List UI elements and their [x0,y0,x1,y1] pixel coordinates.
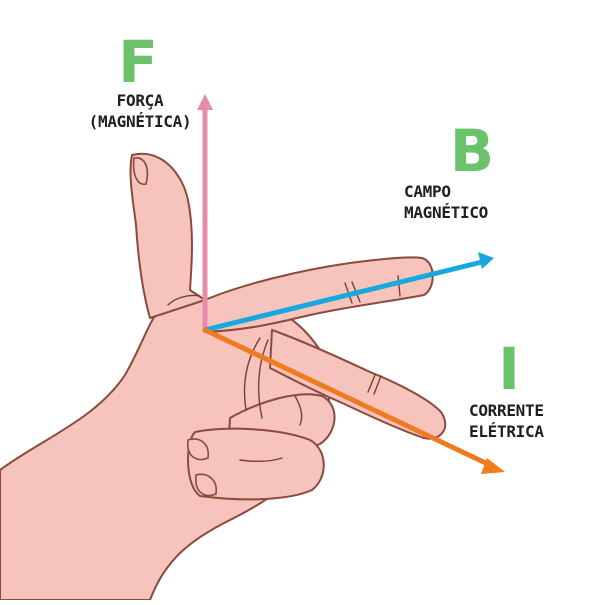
index-finger [204,256,434,333]
field-label: CAMPO MAGNÉTICO [404,181,488,223]
force-letter: F [118,28,158,96]
current-label-line2: ELÉTRICA [469,422,544,441]
force-label: FORÇA (MAGNÉTICA) [48,90,232,132]
field-arrowhead [478,252,494,269]
field-label-line2: MAGNÉTICO [404,203,488,222]
force-label-line2: (MAGNÉTICA) [88,112,192,131]
current-label: CORRENTE ELÉTRICA [469,400,544,442]
force-label-line1: FORÇA [116,91,164,110]
current-arrowhead [481,458,505,474]
ring-finger-nail [187,438,210,461]
current-letter: I [498,335,520,403]
force-arrowhead [197,94,213,110]
field-letter: B [449,117,495,185]
little-finger [187,427,325,501]
current-arrow [202,327,495,469]
field-label-line1: CAMPO [404,182,451,201]
middle-finger [269,329,447,440]
field-arrow [202,259,485,333]
current-label-line1: CORRENTE [469,401,544,420]
skin-creases [167,275,401,463]
thumb-nail [132,157,149,185]
vector-arrows [197,94,505,474]
little-finger-nail [195,473,218,497]
